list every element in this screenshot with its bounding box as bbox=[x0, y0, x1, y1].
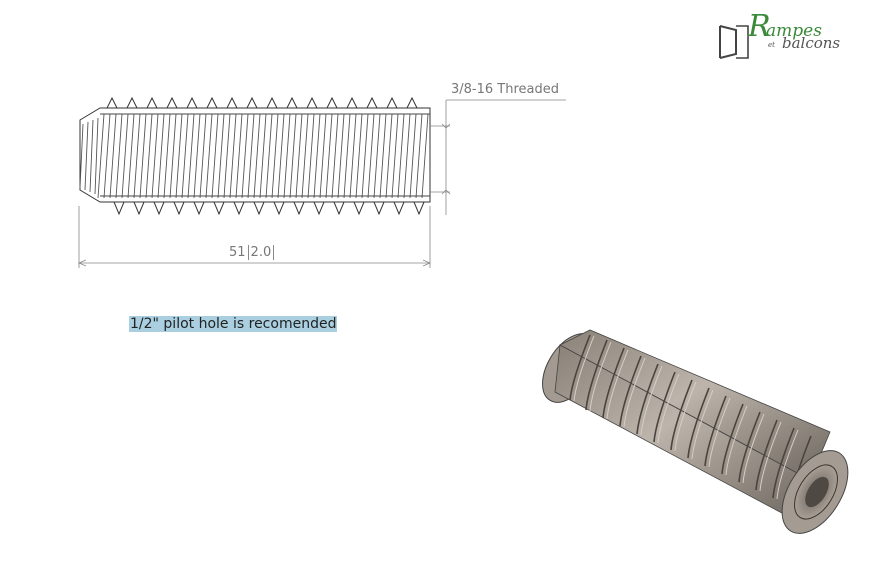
thread-dimension bbox=[430, 99, 566, 215]
length-inch-value: 2.0 bbox=[247, 245, 275, 260]
brand-word-top: ampes bbox=[766, 21, 822, 41]
door-frame-icon bbox=[719, 25, 749, 59]
brand-word-small: et bbox=[768, 41, 775, 49]
insert-3d-view bbox=[542, 329, 849, 534]
pilot-hole-note: 1/2" pilot hole is recomended bbox=[129, 316, 338, 332]
brand-word-bottom: balcons bbox=[782, 34, 841, 52]
insert-side-view bbox=[79, 96, 431, 216]
length-dimension bbox=[77, 206, 432, 268]
length-mm-value: 51 bbox=[229, 245, 246, 260]
thread-spec-label: 3/8-16 Threaded bbox=[451, 82, 559, 97]
